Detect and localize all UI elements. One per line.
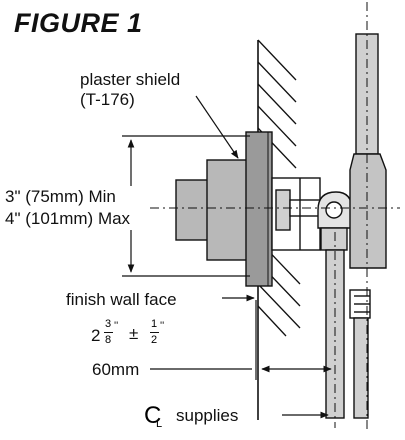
plus-minus-sign: ±: [129, 324, 139, 343]
valve-sleeve: [206, 159, 248, 261]
supplies-label: supplies: [176, 406, 239, 425]
min-max-dimension: [122, 135, 250, 277]
offset-tol-num: 1: [150, 318, 158, 330]
offset-tol-bar: [150, 332, 159, 334]
offset-metric: 60mm: [92, 360, 140, 379]
supply-pipe-left: [320, 227, 348, 419]
max-dimension-label: 4" (101mm) Max: [5, 209, 131, 228]
offset-frac-num: 3: [104, 318, 112, 330]
centerline-symbol-sub: L: [156, 418, 163, 430]
plaster-shield-leader: [195, 95, 239, 159]
center-lines: [150, 2, 400, 430]
offset-frac-bar: [104, 332, 113, 334]
valve-body: [271, 177, 321, 251]
offset-dimension: [150, 300, 332, 380]
offset-frac-den: 8: [104, 334, 112, 346]
elbow-fitting: [317, 191, 353, 229]
inch-mark: '': [114, 320, 119, 332]
riser-pipe: [349, 33, 387, 419]
plaster-shield-part-number: (T-176): [80, 90, 135, 109]
valve-cap: [175, 179, 209, 241]
plaster-shield-label: plaster shield: [80, 70, 181, 89]
finish-wall-label: finish wall face: [66, 290, 177, 309]
figure-title: FIGURE 1: [14, 8, 143, 38]
tol-inch-mark: '': [160, 320, 165, 332]
offset-whole: 2: [91, 326, 101, 345]
offset-tol-den: 2: [150, 334, 158, 346]
centerline-symbol: C: [144, 402, 162, 429]
min-dimension-label: 3" (75mm) Min: [5, 187, 116, 206]
